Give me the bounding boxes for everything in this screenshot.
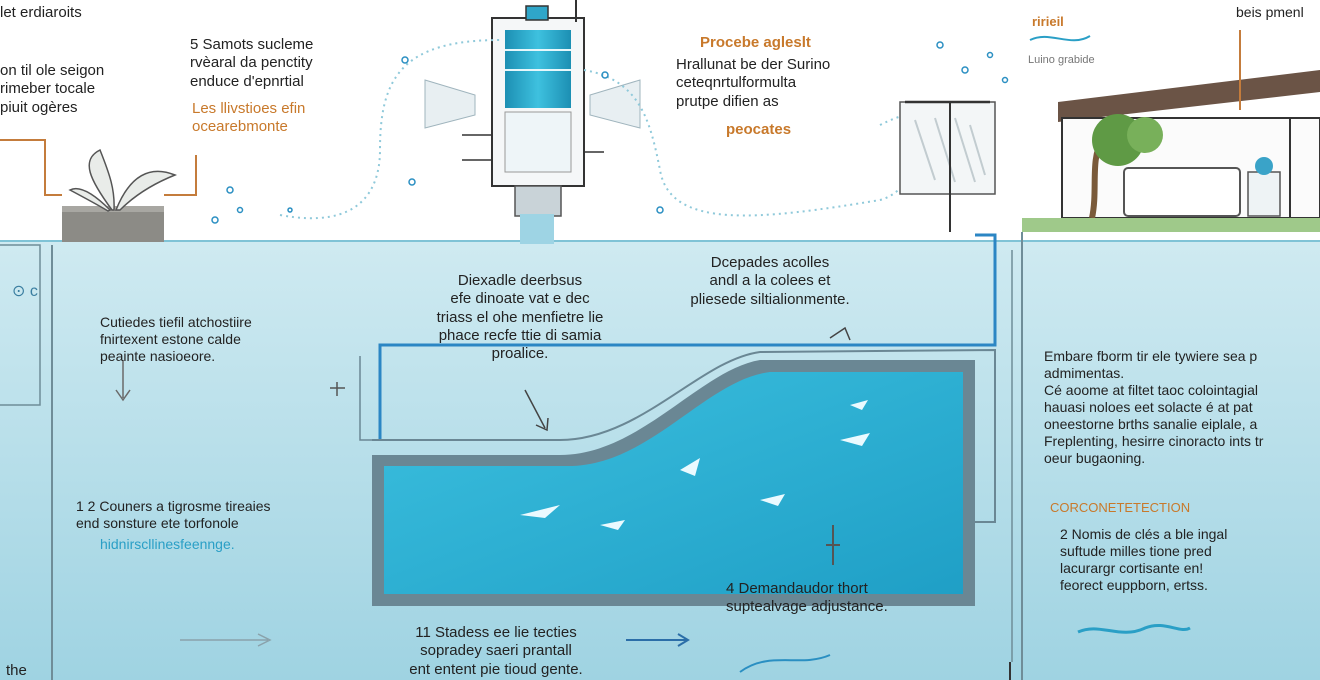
- filter-box: [899, 101, 996, 195]
- right-step-label: 2 Nomis de clés a ble ingal suftude mill…: [1060, 526, 1228, 594]
- house-tree-crown-2: [1127, 117, 1163, 153]
- sensor-probe: [826, 525, 840, 565]
- fan-right: [589, 79, 641, 129]
- left-box-outline: [0, 244, 41, 406]
- pool-sparkles: [520, 400, 870, 530]
- tank-top-cap: [525, 5, 549, 21]
- step5-highlight: Les llivstioes efin ocearebmonte: [192, 100, 306, 136]
- step11-label: 11 Stadess ee lie tecties sopradey saeri…: [409, 624, 583, 678]
- feed-pipe-left-2: [164, 155, 197, 196]
- feed-pipe-left: [0, 139, 62, 196]
- lawn: [1022, 218, 1320, 232]
- step12-label: 1 2 Couners a tigrosme tireaies end sons…: [76, 498, 271, 532]
- top-right-corner-label: beis pmenl: [1236, 4, 1304, 20]
- top-right-sub: Luino grabide: [1028, 54, 1095, 66]
- step5-label: 5 Samots sucleme rvèaral da penctity end…: [190, 36, 314, 90]
- house-tank-top: [1255, 157, 1273, 175]
- wave-doodle-bottom: [739, 654, 831, 673]
- house-tank: [1247, 171, 1281, 217]
- droplets: [211, 41, 1009, 224]
- left-clamp: [330, 382, 345, 396]
- plant-leaves: [68, 148, 178, 212]
- house-bathtub: [1123, 167, 1241, 217]
- upper-desc-label: Dcepades acolles andl a la colees et pli…: [690, 254, 850, 308]
- water-arc-right: [583, 69, 961, 217]
- pool-water: [384, 372, 963, 594]
- tank-lower: [504, 111, 572, 173]
- pool-outer-wall: [372, 348, 996, 523]
- left-box-glyph: ⊙ c: [12, 283, 38, 300]
- process-highlight: peocates: [726, 121, 792, 138]
- step4-label: 4 Demandaudor thort suptealvage adjustan…: [726, 580, 888, 616]
- step12-cyan-label: hidnirscllinesfeennge.: [100, 536, 235, 552]
- right-panel-label: Embare fborm tir ele tywiere sea p admim…: [1044, 348, 1264, 467]
- tank-drain-stream: [520, 214, 554, 244]
- house-roof: [1058, 70, 1320, 122]
- left-intro-label: on til ole seigon rimeber tocale piuit o…: [0, 62, 105, 116]
- arrow-center: [524, 389, 549, 432]
- process-text: Hrallunat be der Surino ceteqnrtulformul…: [676, 56, 831, 110]
- filter-box-hatching: [914, 117, 986, 183]
- supply-pipe: [378, 233, 997, 440]
- right-section-title: CORCONETETECTION: [1050, 500, 1191, 515]
- top-left-partial-label: let erdiaroits: [0, 4, 82, 21]
- water-arc-left: [279, 39, 501, 220]
- tank-outlet: [514, 185, 562, 217]
- mid-left-label: Cutiedes tiefil atchostiire fnirtexent e…: [100, 314, 252, 365]
- bottom-arrow: [626, 633, 690, 647]
- arrow-down-left: [115, 360, 131, 402]
- bottom-left-partial-label: the: [6, 662, 27, 679]
- valve-right: [829, 326, 851, 341]
- plant-pot: [62, 208, 164, 242]
- wave-doodle-top: [1029, 35, 1091, 42]
- wave-doodle-right: [1077, 623, 1191, 634]
- fan-left: [424, 79, 476, 129]
- center-desc-label: Diexadle deerbsus efe dinoate vat e dec …: [436, 272, 604, 363]
- top-right-label: ririeil: [1032, 14, 1064, 29]
- bottom-left-arrow: [180, 633, 272, 647]
- process-title: Procebe agleslt: [700, 34, 811, 51]
